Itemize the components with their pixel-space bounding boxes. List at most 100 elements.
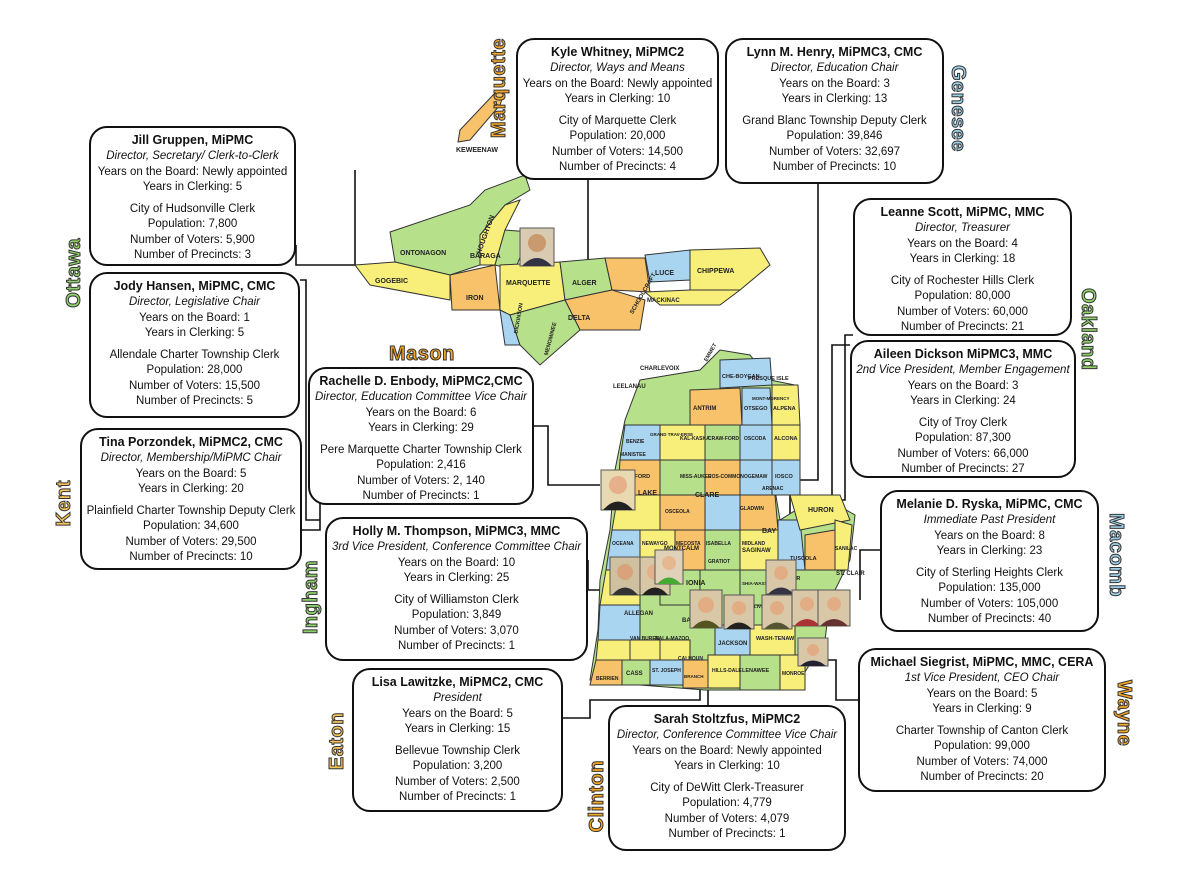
card-office: Plainfield Charter Township Deputy Clerk <box>86 504 296 517</box>
card-population: Population: 28,000 <box>146 364 243 376</box>
map-label-ontonagon: ONTONAGON <box>400 250 446 257</box>
map-label-gladwin: GLADWIN <box>740 506 764 512</box>
map-label-arenac: ARENAC <box>762 486 784 492</box>
photo-ryska <box>817 589 851 627</box>
card-office: City of DeWitt Clerk-Treasurer <box>650 781 804 794</box>
card-population: Population: 99,000 <box>934 740 1030 752</box>
card-population: Population: 20,000 <box>569 130 666 142</box>
map-label-st-clair: ST. CLAIR <box>836 571 865 577</box>
card-precincts: Number of Precincts: 21 <box>900 321 1025 333</box>
card-precincts: Number of Precincts: 40 <box>927 613 1052 625</box>
card-name: Jill Gruppen, MiPMC <box>131 133 254 147</box>
card-name: Holly M. Thompson, MiPMC3, MMC <box>352 524 561 538</box>
card-years-board: Years on the Board: 3 <box>907 379 1019 392</box>
card-population: Population: 3,200 <box>412 760 503 772</box>
map-label-cass: CASS <box>626 671 643 677</box>
map-label-berrien: BERRIEN <box>596 676 619 682</box>
card-office: Grand Blanc Township Deputy Clerk <box>742 114 927 127</box>
map-label-presque-isle: PRESQUE ISLE <box>748 376 789 382</box>
map-label-manistee: MANISTEE <box>620 452 647 458</box>
card-voters: Number of Voters: 14,500 <box>551 145 684 158</box>
map-label-charlevoix: CHARLEVOIX <box>640 366 679 372</box>
card-years-clerking: Years in Clerking: 29 <box>368 422 474 434</box>
card-role: Director, Education Committee Vice Chair <box>315 391 527 403</box>
card-lisa-lawitzke: Lisa Lawitzke, MiPMC2, CMC President Yea… <box>352 668 563 812</box>
card-tina-porzondek: Tina Porzondek, MiPMC2, CMC Director, Me… <box>80 428 302 570</box>
card-precincts: Number of Precincts: 10 <box>772 161 897 173</box>
county-crawford <box>704 424 741 461</box>
map-label-hillsdale: HILLS-DALE <box>712 668 742 674</box>
county-alcona <box>771 424 801 461</box>
card-years-board: Years on the Board: 4 <box>907 237 1018 250</box>
card-role: Director, Ways and Means <box>550 62 685 74</box>
card-name: Leanne Scott, MiPMC, MMC <box>880 205 1045 219</box>
card-voters: Number of Voters: 74,000 <box>916 755 1048 768</box>
card-office: City of Sterling Heights Clerk <box>916 566 1063 579</box>
county-tag-genesee: Genesee <box>947 65 970 153</box>
card-leanne-scott: Leanne Scott, MiPMC, MMC Director, Treas… <box>853 198 1072 336</box>
card-role: Director, Conference Committee Vice Chai… <box>616 729 838 741</box>
photo-thompson <box>609 556 641 596</box>
card-precincts: Number of Precincts: 1 <box>668 828 786 840</box>
card-precincts: Number of Precincts: 20 <box>920 771 1044 783</box>
card-voters: Number of Voters: 2,500 <box>395 775 520 788</box>
map-label-lake: LAKE <box>638 490 657 497</box>
card-name: Tina Porzondek, MiPMC2, CMC <box>99 435 283 449</box>
county-tuscola <box>804 529 836 571</box>
county-van-buren <box>595 639 631 661</box>
map-label-newaygo: NEWAYGO <box>642 541 668 547</box>
map-label-missaukee: MISS-AUKEE <box>680 474 712 480</box>
connector-ryska <box>859 549 880 600</box>
county-tag-kent: Kent <box>53 480 76 527</box>
map-label-alpena: ALPENA <box>773 406 796 412</box>
card-years-board: Years on the Board: 8 <box>934 529 1045 542</box>
card-population: Population: 87,300 <box>915 432 1011 444</box>
card-years-board: Years on the Board: 6 <box>365 406 477 419</box>
map-label-marquette: MARQUETTE <box>506 280 551 287</box>
card-rachelle-enbody: Rachelle D. Enbody, MiPMC2,CMC Director,… <box>308 367 534 505</box>
card-lynn-henry: Lynn M. Henry, MiPMC3, CMC Director, Edu… <box>725 38 944 184</box>
card-years-clerking: Years in Clerking: 20 <box>138 483 244 495</box>
card-melanie-ryska: Melanie D. Ryska, MiPMC, CMC Immediate P… <box>880 490 1099 632</box>
card-role: Director, Secretary/ Clerk-to-Clerk <box>106 150 279 162</box>
map-label-montmorency: MONT-MORENCY <box>752 396 790 401</box>
map-label-sanilac: SANILAC <box>835 546 858 552</box>
map-label-isabella: ISABELLA <box>706 541 731 547</box>
map-label-gogebic: GOGEBIC <box>375 278 408 285</box>
map-label-iosco: IOSCO <box>775 474 793 480</box>
map-label-montcalm: MONTCALM <box>664 546 699 552</box>
county-gladwin <box>739 494 779 531</box>
county-oscoda <box>739 424 773 461</box>
connector-henry <box>789 183 819 520</box>
card-role: 3rd Vice President, Conference Committee… <box>331 541 582 553</box>
card-kyle-whitney: Kyle Whitney, MiPMC2 Director, Ways and … <box>516 38 719 180</box>
connector-whitney <box>552 180 589 266</box>
map-label-ionia: IONIA <box>686 580 705 587</box>
card-precincts: Number of Precincts: 3 <box>134 249 251 261</box>
card-years-clerking: Years in Clerking: 18 <box>909 253 1016 265</box>
isle-royale <box>457 89 506 143</box>
card-years-board: Years on the Board: 5 <box>402 707 513 720</box>
card-name: Rachelle D. Enbody, MiPMC2,CMC <box>319 374 523 388</box>
upper-peninsula <box>354 174 771 366</box>
county-kalkaska <box>659 424 706 461</box>
map-label-van-buren: VAN BUREN <box>630 636 660 642</box>
map-label-cheboygan: CHE-BOYGAN <box>722 374 760 380</box>
map-label-wexford: WEXFORD <box>622 474 650 480</box>
map-label-saginaw: SAGINAW <box>742 548 771 554</box>
map-label-midland: MIDLAND <box>742 541 765 547</box>
card-years-board: Years on the Board: 5 <box>135 467 247 480</box>
county-tag-macomb: Macomb <box>1105 512 1128 598</box>
card-voters: Number of Voters: 60,000 <box>896 305 1029 318</box>
card-voters: Number of Voters: 3,070 <box>394 624 519 637</box>
map-label-keweenaw: KEWEENAW <box>456 147 498 154</box>
card-jill-gruppen: Jill Gruppen, MiPMC Director, Secretary/… <box>89 126 296 266</box>
card-office: City of Rochester Hills Clerk <box>890 274 1035 287</box>
card-name: Aileen Dickson MiPMC3, MMC <box>873 347 1053 361</box>
map-label-crawford: CRAW-FORD <box>708 436 739 442</box>
card-role: 1st Vice President, CEO Chair <box>904 672 1060 684</box>
map-label-tuscola: TUSCOLA <box>790 556 817 562</box>
card-sarah-stoltzfus: Sarah Stoltzfus, MiPMC2 Director, Confer… <box>608 705 846 851</box>
